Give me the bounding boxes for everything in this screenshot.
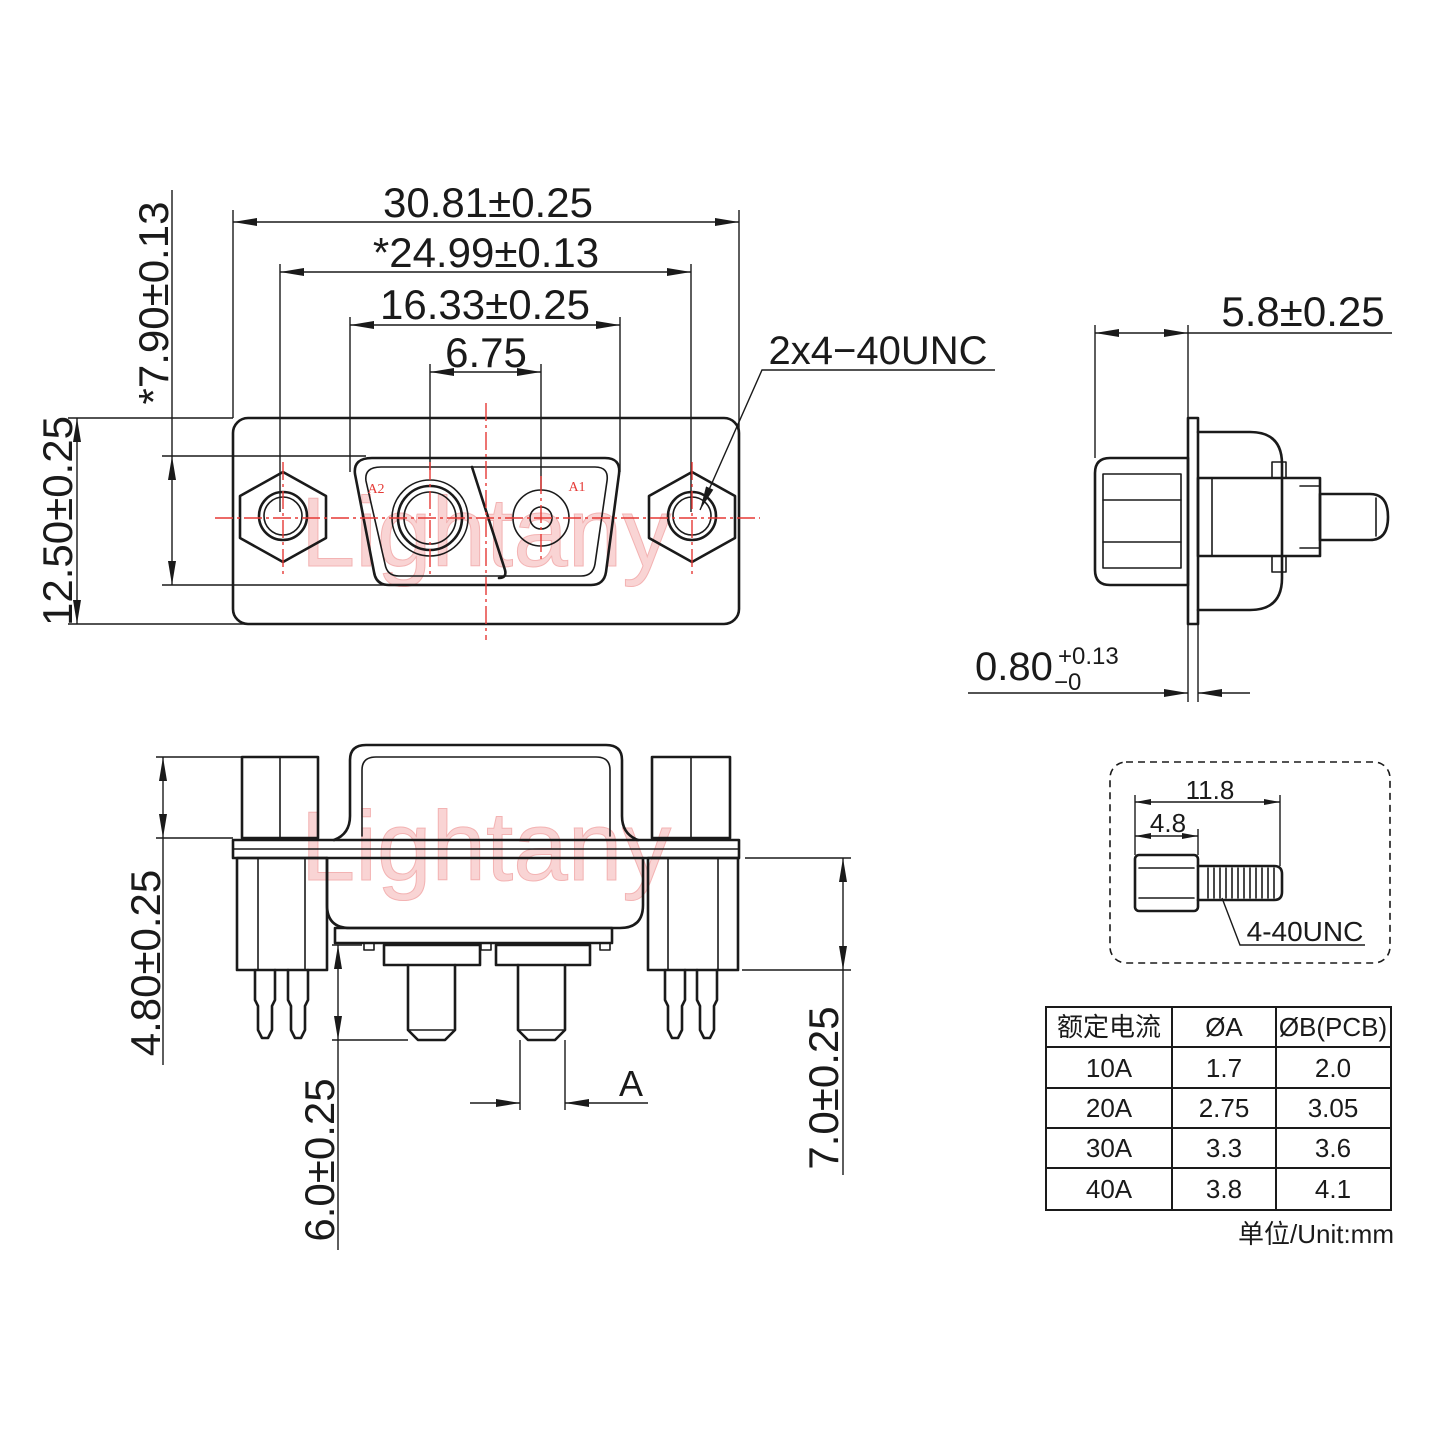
dim-depth: 5.8±0.25 <box>1221 288 1384 335</box>
thread-leader-line <box>699 369 995 511</box>
detail-hex-body <box>1133 853 1200 913</box>
left-boardlock-leg-b <box>286 968 310 1040</box>
dim-hole-spacing: *24.99±0.13 <box>373 229 599 276</box>
contact-base-left <box>382 943 482 967</box>
detail-dim-hex: 4.8 <box>1150 808 1186 838</box>
detail-thread-leader <box>1221 897 1365 946</box>
front-view: A2 A1 30.81±0.25 *24.99±0.13 16.33±0.25 … <box>34 179 995 640</box>
dim-contact-spacing: 6.75 <box>445 329 527 376</box>
side-tab-top <box>1271 461 1287 479</box>
table-border <box>1045 1006 1392 1211</box>
detail-thread-ridges <box>1207 867 1275 899</box>
right-boardlock-leg-b <box>695 968 719 1040</box>
dim-shell-width: 16.33±0.25 <box>380 281 590 328</box>
dim-shell-height: *7.90±0.13 <box>130 202 177 405</box>
table-cell: 3.8 <box>1206 1174 1242 1204</box>
table-cell: 10A <box>1086 1053 1133 1083</box>
side-contact-pin <box>1318 492 1390 542</box>
detail-frame <box>1109 761 1391 964</box>
table-cell: 4.1 <box>1315 1174 1351 1204</box>
contact-base-right <box>494 943 592 967</box>
front-extension-lines <box>68 210 740 625</box>
d-shell-outline <box>353 456 621 587</box>
dim-standoff-height: 4.80±0.25 <box>122 870 169 1057</box>
right-boardlock <box>646 856 740 972</box>
table-header-current: 额定电流 <box>1057 1012 1161 1042</box>
dim-pin-diameter-label: A <box>619 1063 643 1104</box>
bottom-view: 4.80±0.25 6.0±0.25 7.0±0.25 A <box>122 743 851 1250</box>
side-tab-bottom <box>1271 555 1287 573</box>
table-cell: 3.3 <box>1206 1133 1242 1163</box>
dim-body-depth: 7.0±0.25 <box>800 1006 847 1169</box>
dim-overall-width: 30.81±0.25 <box>383 179 593 226</box>
side-view: 5.8±0.25 0.80 +0.13 −0 <box>968 288 1392 702</box>
insulator-tab-left <box>363 942 375 951</box>
side-hex-nut-outline <box>1093 456 1190 587</box>
bottom-shell-hump-inner <box>361 756 611 837</box>
table-cell: 3.05 <box>1308 1093 1359 1123</box>
dim-flange-thickness-upper-tol: +0.13 <box>1058 643 1119 670</box>
side-shell-outline <box>1196 430 1284 612</box>
table-cell: 1.7 <box>1206 1053 1242 1083</box>
side-hex-nut-face <box>1102 473 1182 569</box>
dim-flange-thickness-lower-tol: −0 <box>1054 669 1081 696</box>
front-dimension-lines <box>73 190 995 624</box>
front-centerlines <box>215 403 760 640</box>
side-flange-plate <box>1186 416 1200 626</box>
left-boardlock <box>235 856 329 972</box>
table-header-dia-a: ØA <box>1205 1012 1243 1042</box>
bottom-insulator <box>333 926 614 945</box>
table-cell: 2.0 <box>1315 1053 1351 1083</box>
right-boardlock-leg-a <box>663 968 687 1040</box>
side-insulator <box>1196 476 1322 558</box>
left-boardlock-leg-a <box>253 968 277 1040</box>
contact-pin-right <box>516 963 567 1042</box>
contact-pin-left <box>406 963 457 1042</box>
detail-thread-body <box>1196 864 1284 902</box>
table-cell: 3.6 <box>1315 1133 1351 1163</box>
table-cell: 2.75 <box>1199 1093 1250 1123</box>
table-header-dia-b: ØB(PCB) <box>1279 1012 1387 1042</box>
rating-table: 额定电流 ØA ØB(PCB) 10A 1.7 2.0 20A 2.75 3.0… <box>1045 1006 1392 1211</box>
table-cell: 40A <box>1086 1174 1133 1204</box>
table-cell: 30A <box>1086 1133 1133 1163</box>
dim-contact-length: 6.0±0.25 <box>296 1078 343 1241</box>
table-cell: 20A <box>1086 1093 1133 1123</box>
insulator-outline <box>364 466 609 577</box>
standoff-detail: 11.8 4.8 4-40UNC <box>1109 761 1391 964</box>
detail-thread-callout: 4-40UNC <box>1247 916 1364 947</box>
detail-dim-overall: 11.8 <box>1186 775 1235 805</box>
thread-callout: 2x4−40UNC <box>768 329 987 373</box>
contact-a2-label: A2 <box>367 482 384 497</box>
unit-note: 单位/Unit:mm <box>1238 1219 1394 1249</box>
insulator-divider <box>470 465 507 580</box>
watermark-bottom: Lightany <box>301 791 672 901</box>
insulator-tab-right <box>599 942 611 951</box>
dim-flange-height: 12.50±0.25 <box>34 416 81 626</box>
bottom-shell-hump <box>332 743 640 842</box>
contact-a1-label: A1 <box>568 480 585 495</box>
dim-flange-thickness: 0.80 <box>975 645 1053 689</box>
